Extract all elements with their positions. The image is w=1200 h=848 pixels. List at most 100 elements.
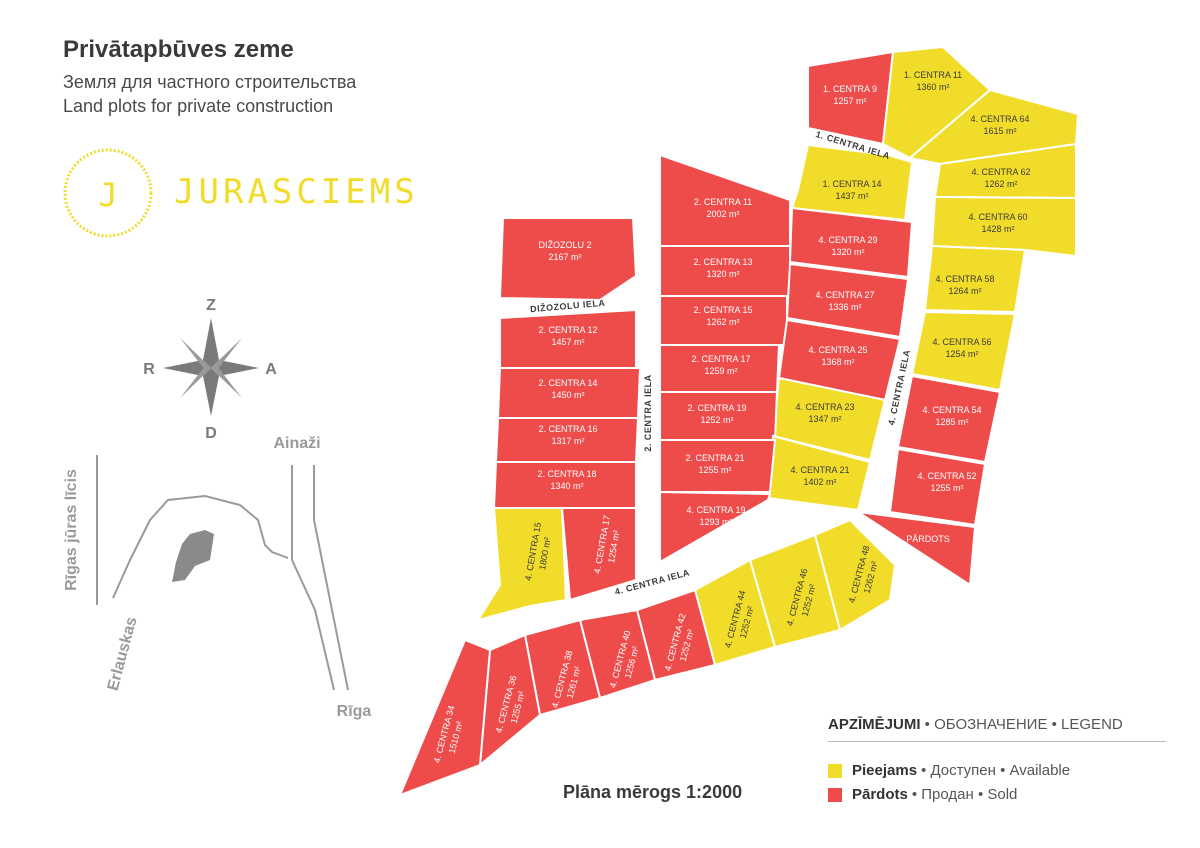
plot-4-centra-15[interactable]: 4. CENTRA 151800 m² bbox=[475, 507, 568, 622]
plot-4-centra-25[interactable]: 4. CENTRA 25 1368 m² bbox=[777, 318, 902, 402]
plot-area: 1437 m² bbox=[835, 191, 868, 201]
legend-available-rest: • Доступен • Available bbox=[921, 762, 1071, 779]
plot-shape[interactable] bbox=[910, 310, 1017, 392]
plot-4-centra-34[interactable]: 4. CENTRA 341510 m² bbox=[398, 638, 492, 797]
plot-area: 1402 m² bbox=[803, 477, 836, 487]
plot-label: 1. CENTRA 14 1437 m² bbox=[822, 179, 881, 201]
plot-area: 1285 m² bbox=[935, 417, 968, 427]
plot-1-centra-14[interactable]: 1. CENTRA 14 1437 m² bbox=[790, 143, 914, 222]
location-minimap: Rīgas jūras līcis Erlauskas Ainaži Rīga bbox=[63, 435, 371, 720]
plot-shape[interactable] bbox=[930, 195, 1077, 258]
plot-area: 1360 m² bbox=[916, 82, 949, 92]
plot-name: 2. CENTRA 16 bbox=[538, 424, 597, 434]
plot-shape[interactable] bbox=[896, 374, 1002, 464]
plot-area: 1264 m² bbox=[948, 286, 981, 296]
plot-area: 1293 m² bbox=[699, 517, 732, 527]
plot-name: 2. CENTRA 21 bbox=[685, 453, 744, 463]
logo-ring bbox=[63, 148, 153, 238]
plot-4-centra-40[interactable]: 4. CENTRA 401256 m² bbox=[578, 608, 657, 700]
plot-area: 1262 m² bbox=[984, 179, 1017, 189]
plot-area: 1368 m² bbox=[821, 357, 854, 367]
legend-title-lv: APZĪMĒJUMI bbox=[828, 716, 921, 733]
plot-4-centra-38[interactable]: 4. CENTRA 381261 m² bbox=[523, 618, 602, 717]
page-title: Privātapbūves zeme bbox=[63, 36, 294, 63]
plot-shape[interactable] bbox=[475, 507, 568, 622]
legend-available-lv: Pieejams bbox=[852, 762, 918, 779]
plot-4-centra-42[interactable]: 4. CENTRA 421252 m² bbox=[635, 588, 717, 682]
plot-area: 1428 m² bbox=[981, 224, 1014, 234]
plot-name: 2. CENTRA 14 bbox=[538, 378, 597, 388]
map-scale: Plāna mērogs 1:2000 bbox=[563, 782, 743, 802]
plot-area: 1457 m² bbox=[551, 337, 584, 347]
plot-label: 4. CENTRA 60 1428 m² bbox=[968, 212, 1027, 234]
plot-name: 4. CENTRA 52 bbox=[917, 471, 976, 481]
compass-rose: Z D R A bbox=[143, 297, 277, 442]
plot-shape[interactable] bbox=[788, 206, 914, 279]
street-2-centra-iela: 2. CENTRA IELA bbox=[643, 374, 653, 451]
plot-pārdots[interactable]: PĀRDOTS bbox=[857, 511, 977, 587]
plot-name: 4. CENTRA 60 bbox=[968, 212, 1027, 222]
plot-2-centra-17[interactable]: 2. CENTRA 17 1259 m² bbox=[659, 344, 781, 393]
plot-name: 4. CENTRA 58 bbox=[935, 274, 994, 284]
available-swatch bbox=[828, 763, 842, 778]
compass-north: Z bbox=[206, 297, 216, 314]
plot-shape[interactable] bbox=[790, 143, 914, 222]
plot-4-centra-58[interactable]: 4. CENTRA 58 1264 m² bbox=[923, 244, 1027, 314]
plot-shape[interactable] bbox=[888, 447, 987, 527]
plot-2-centra-15[interactable]: 2. CENTRA 15 1262 m² bbox=[659, 295, 788, 346]
plot-2-centra-13[interactable]: 2. CENTRA 13 1320 m² bbox=[659, 245, 791, 297]
plot-4-centra-44[interactable]: 4. CENTRA 441252 m² bbox=[693, 558, 777, 667]
plot-name: 1. CENTRA 9 bbox=[823, 84, 877, 94]
plot-area: 1262 m² bbox=[706, 317, 739, 327]
plot-shape[interactable] bbox=[498, 217, 638, 302]
plot-label: 2. CENTRA 13 1320 m² bbox=[693, 257, 752, 279]
plot-4-centra-17[interactable]: 4. CENTRA 171254 m² bbox=[560, 507, 637, 602]
plot-shape[interactable] bbox=[923, 244, 1027, 314]
plot-name: 1. CENTRA 14 bbox=[822, 179, 881, 189]
legend-title-rest: • ОБОЗНАЧЕНИЕ • LEGEND bbox=[920, 716, 1123, 733]
plot-name: 1. CENTRA 11 bbox=[904, 70, 962, 80]
plot-shape[interactable] bbox=[560, 507, 637, 602]
plot-area: 1615 m² bbox=[983, 126, 1016, 136]
compass-east: A bbox=[265, 361, 277, 378]
plot-shape[interactable] bbox=[857, 511, 977, 587]
plot-area: 1259 m² bbox=[704, 366, 737, 376]
riga-label: Rīga bbox=[337, 703, 372, 720]
plot-name: 2. CENTRA 17 bbox=[691, 354, 750, 364]
sold-swatch bbox=[828, 787, 842, 802]
plot-label: 4. CENTRA 58 1264 m² bbox=[935, 274, 994, 296]
plot-shape[interactable] bbox=[659, 439, 777, 493]
plot-4-centra-60[interactable]: 4. CENTRA 60 1428 m² bbox=[930, 195, 1077, 258]
plot-name: 4. CENTRA 21 bbox=[790, 465, 849, 475]
plot-name: 4. CENTRA 29 bbox=[818, 235, 877, 245]
plot-shape[interactable] bbox=[398, 638, 492, 797]
plot-name: 2. CENTRA 15 bbox=[693, 305, 752, 315]
plot-name: 2. CENTRA 13 bbox=[693, 257, 752, 267]
plot-area: 1320 m² bbox=[706, 269, 739, 279]
plot-shape[interactable] bbox=[659, 490, 772, 564]
plot-name: 4. CENTRA 25 bbox=[808, 345, 867, 355]
